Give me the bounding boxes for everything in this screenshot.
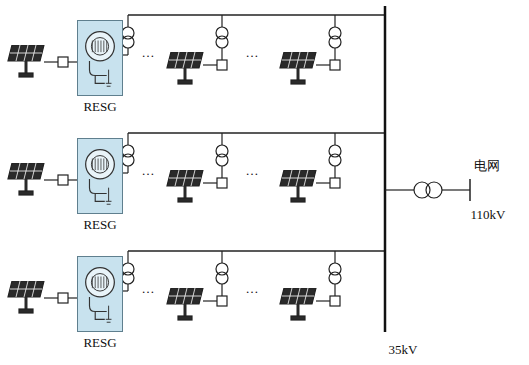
machine-icon (78, 21, 122, 95)
node-label: RESG (83, 218, 116, 231)
ellipsis-mark: … (142, 46, 155, 59)
machine-icon (78, 139, 122, 213)
node-label: RESG (83, 336, 116, 349)
grid-label: 电网 (474, 159, 500, 172)
grid-voltage: 110kV (471, 208, 506, 221)
grid-transformer (385, 179, 470, 201)
ellipsis-mark: … (246, 164, 259, 177)
pv-feeder (8, 133, 385, 202)
node-label: RESG (83, 100, 116, 113)
machine-icon (78, 257, 122, 331)
busbar (384, 6, 387, 332)
pv-feeder (8, 251, 385, 320)
pv-feeder (8, 15, 385, 84)
resg-box: RESG (77, 20, 123, 96)
ellipsis-mark: … (142, 164, 155, 177)
resg-box: RESG (77, 256, 123, 332)
bus-voltage: 35kV (389, 343, 418, 356)
ellipsis-mark: … (246, 282, 259, 295)
ellipsis-mark: … (246, 46, 259, 59)
ellipsis-mark: … (142, 282, 155, 295)
resg-box: RESG (77, 138, 123, 214)
